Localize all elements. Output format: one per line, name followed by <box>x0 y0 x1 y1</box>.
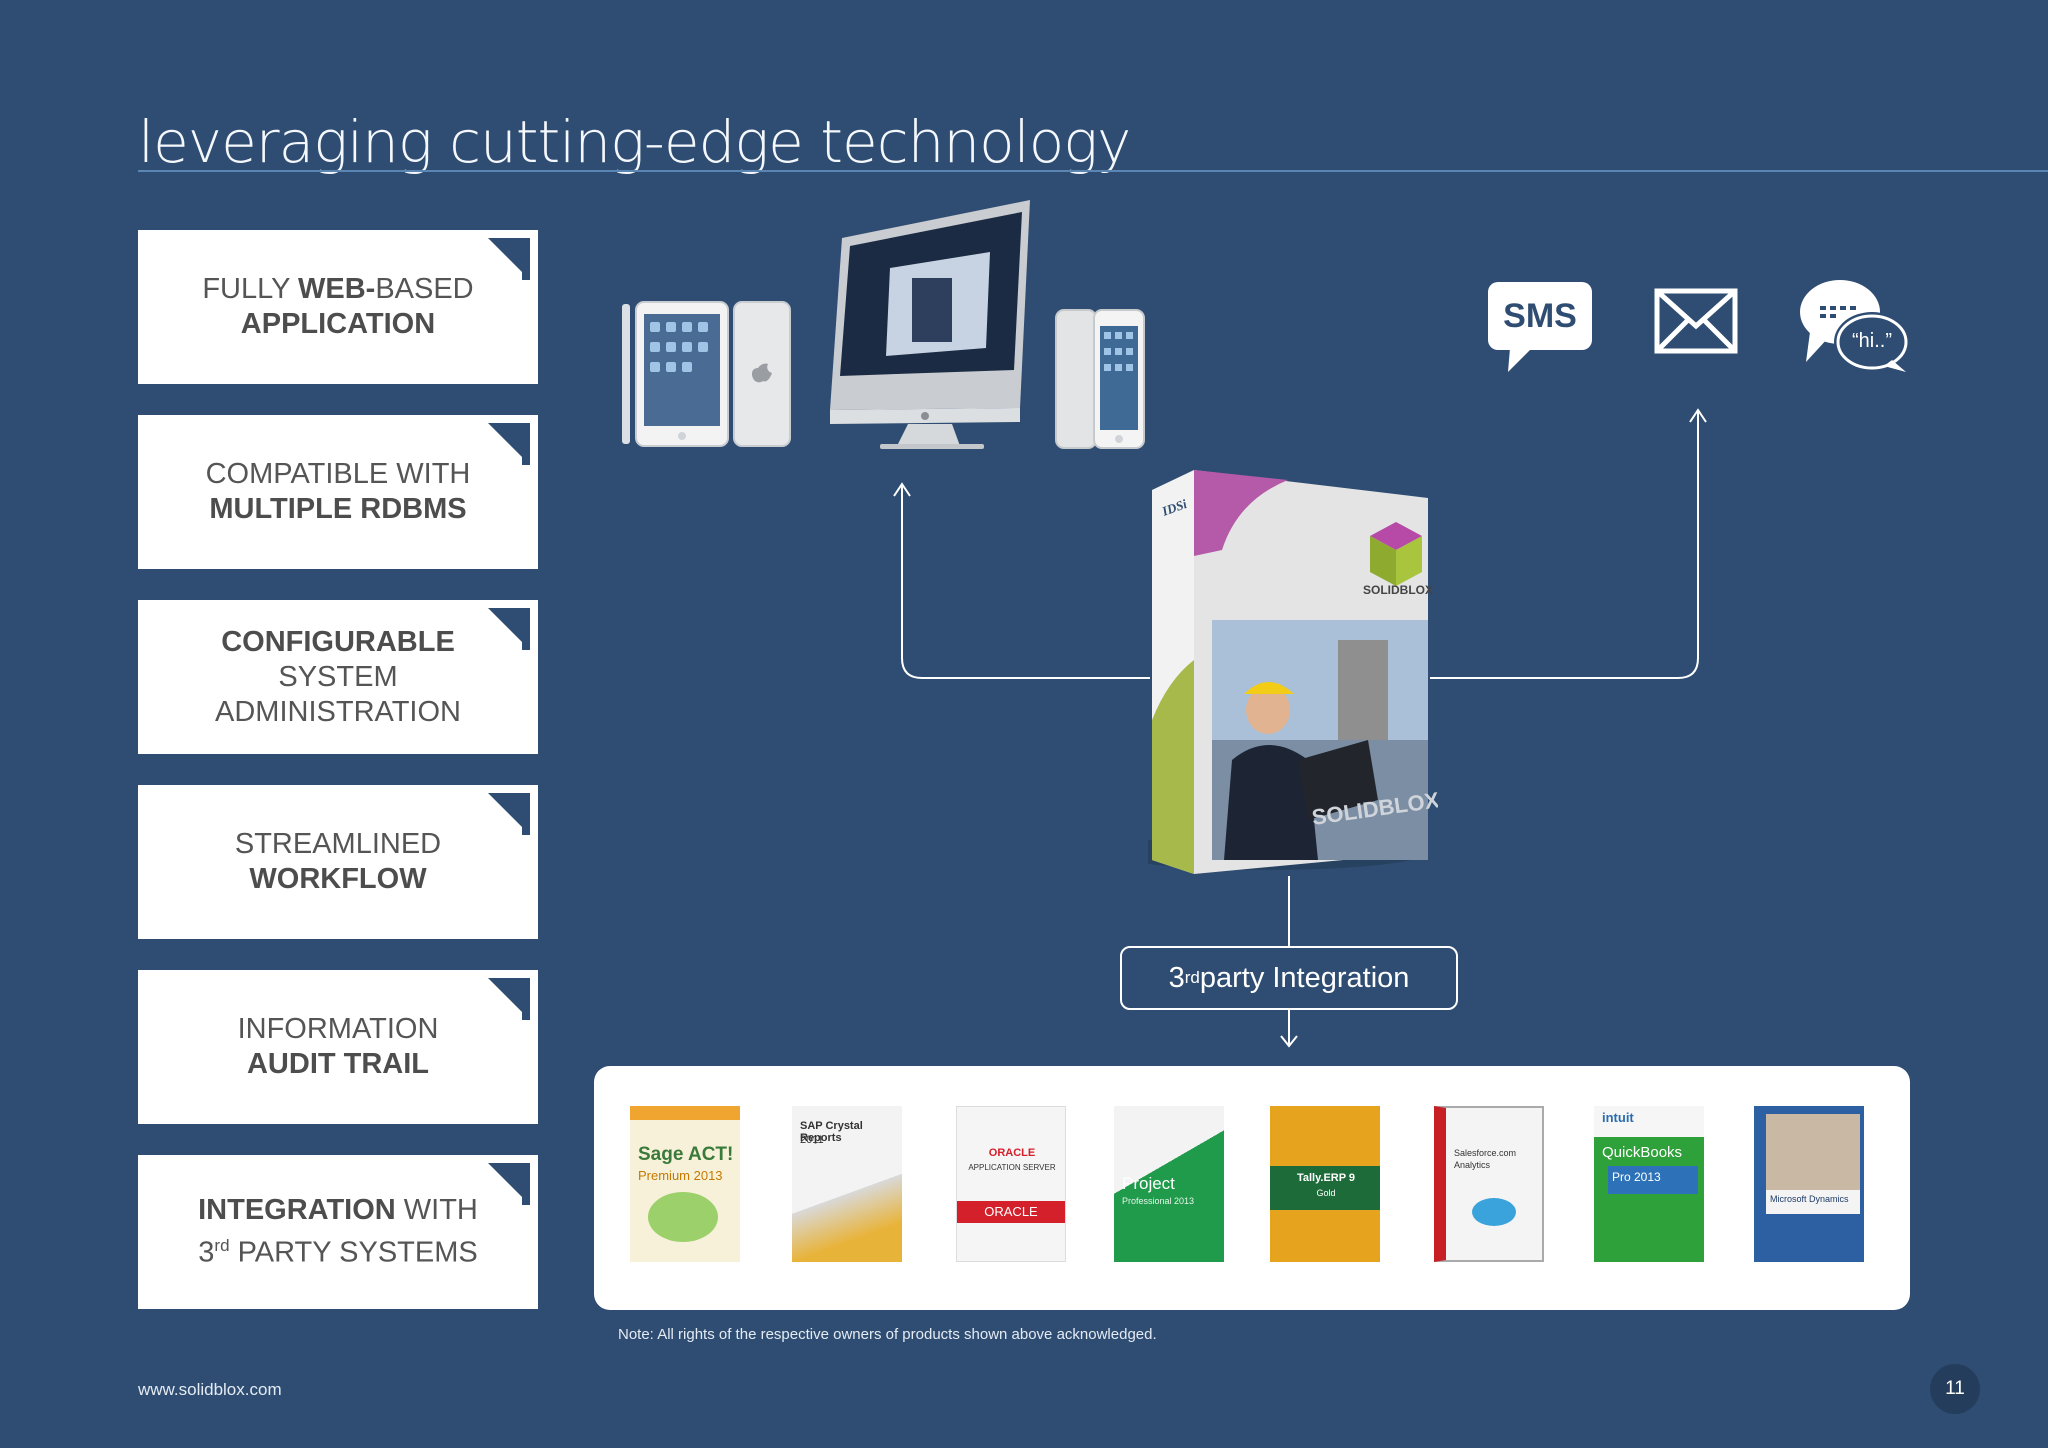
product-box-sap-crystal-reports: SAP Crystal Reports 2011 <box>792 1106 902 1262</box>
tablet-device-icon <box>622 301 791 447</box>
product-box-tally: Tally.ERP 9 Gold <box>1270 1106 1380 1262</box>
feature-text: INTEGRATION WITH 3rd PARTY SYSTEMS <box>198 1194 478 1269</box>
third-party-products-panel: Sage ACT! Premium 2013 SAP Crystal Repor… <box>594 1066 1910 1310</box>
feature-card-integration: INTEGRATION WITH 3rd PARTY SYSTEMS <box>138 1155 538 1309</box>
feature-text: STREAMLINED WORKFLOW <box>234 828 442 895</box>
page-title: leveraging cutting-edge technology <box>138 108 1131 176</box>
product-box-oracle: ORACLE APPLICATION SERVER ORACLE <box>956 1106 1066 1262</box>
acknowledgement-note: Note: All rights of the respective owner… <box>618 1326 1157 1343</box>
corner-fold-icon <box>488 793 530 835</box>
product-box-ms-project: Project Professional 2013 <box>1114 1106 1224 1262</box>
box-brand: SOLIDBLOX <box>1363 583 1433 597</box>
chat-bubbles-icon <box>1800 280 1910 372</box>
feature-card-rdbms: COMPATIBLE WITH MULTIPLE RDBMS <box>138 415 538 569</box>
footer-url: www.solidblox.com <box>138 1380 282 1399</box>
corner-fold-icon <box>488 423 530 465</box>
product-box-quickbooks: intuit QuickBooks Pro 2013 <box>1594 1106 1704 1262</box>
feature-text: INFORMATION AUDIT TRAIL <box>237 1013 439 1080</box>
chat-greeting: “hi..” <box>1852 330 1892 352</box>
solidblox-product-box: SOLIDBLOX IDSi SOLIDBLOX <box>1148 470 1438 874</box>
sms-label: SMS <box>1503 297 1577 335</box>
product-box-ms-dynamics: Microsoft Dynamics <box>1754 1106 1864 1262</box>
feature-card-workflow: STREAMLINED WORKFLOW <box>138 785 538 939</box>
product-box-sage-act: Sage ACT! Premium 2013 <box>630 1106 740 1262</box>
title-underline <box>138 170 2048 172</box>
sms-icon: SMS <box>1488 282 1592 374</box>
feature-text: COMPATIBLE WITH MULTIPLE RDBMS <box>205 458 471 525</box>
desktop-monitor-icon <box>830 200 1030 449</box>
feature-card-audit-trail: INFORMATION AUDIT TRAIL <box>138 970 538 1124</box>
feature-card-web-based: FULLY WEB-BASED APPLICATION <box>138 230 538 384</box>
feature-text: CONFIGURABLE SYSTEM ADMINISTRATION <box>215 625 461 728</box>
feature-text: FULLY WEB-BASED APPLICATION <box>202 273 474 340</box>
corner-fold-icon <box>488 978 530 1020</box>
feature-card-configurable: CONFIGURABLE SYSTEM ADMINISTRATION <box>138 600 538 754</box>
corner-fold-icon <box>488 238 530 280</box>
smartphone-device-icon <box>1055 309 1145 449</box>
envelope-icon <box>1654 288 1738 354</box>
page-number: 11 <box>1930 1364 1980 1414</box>
product-box-salesforce: Salesforce.com Analytics <box>1434 1106 1544 1262</box>
corner-fold-icon <box>488 608 530 650</box>
corner-fold-icon <box>488 1163 530 1205</box>
